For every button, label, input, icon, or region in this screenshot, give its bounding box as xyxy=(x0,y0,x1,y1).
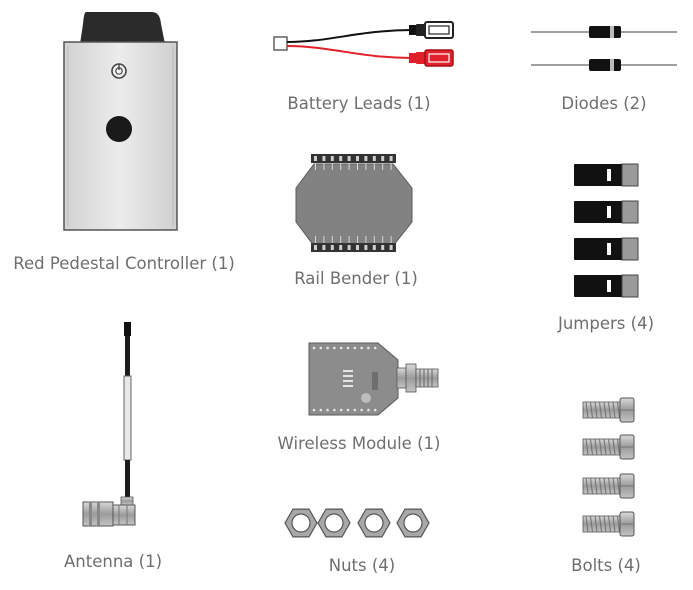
nuts-illustration xyxy=(284,508,430,538)
controller-illustration xyxy=(63,12,178,231)
nuts-label: Nuts (4) xyxy=(328,556,396,575)
controller-label: Red Pedestal Controller (1) xyxy=(13,254,235,273)
wireless-module-illustration xyxy=(308,342,439,416)
antenna-illustration xyxy=(82,322,136,527)
battery-leads-illustration xyxy=(273,21,454,67)
diodes-label: Diodes (2) xyxy=(561,94,647,113)
rail-bender-label: Rail Bender (1) xyxy=(294,269,418,288)
jumpers-label: Jumpers (4) xyxy=(557,314,655,333)
antenna-label: Antenna (1) xyxy=(63,552,163,571)
jumpers-illustration xyxy=(574,163,639,298)
bolts-illustration xyxy=(582,397,635,537)
battery-leads-label: Battery Leads (1) xyxy=(287,94,431,113)
rail-bender-illustration xyxy=(295,154,413,252)
bolts-label: Bolts (4) xyxy=(571,556,641,575)
diodes-illustration xyxy=(531,26,677,71)
wireless-module-label: Wireless Module (1) xyxy=(277,434,441,453)
